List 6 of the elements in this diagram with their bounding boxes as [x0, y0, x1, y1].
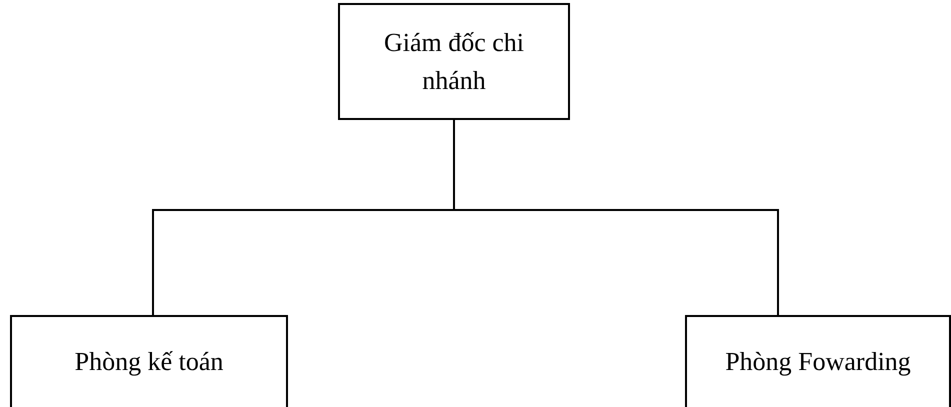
org-box — [10, 315, 288, 407]
box-label: Giám đốc chi nhánh — [382, 26, 526, 96]
box-label: Phòng kế toán — [74, 346, 224, 378]
org-box — [338, 3, 570, 120]
org-box — [685, 315, 951, 407]
box-label: Phòng Fowarding — [725, 346, 911, 378]
